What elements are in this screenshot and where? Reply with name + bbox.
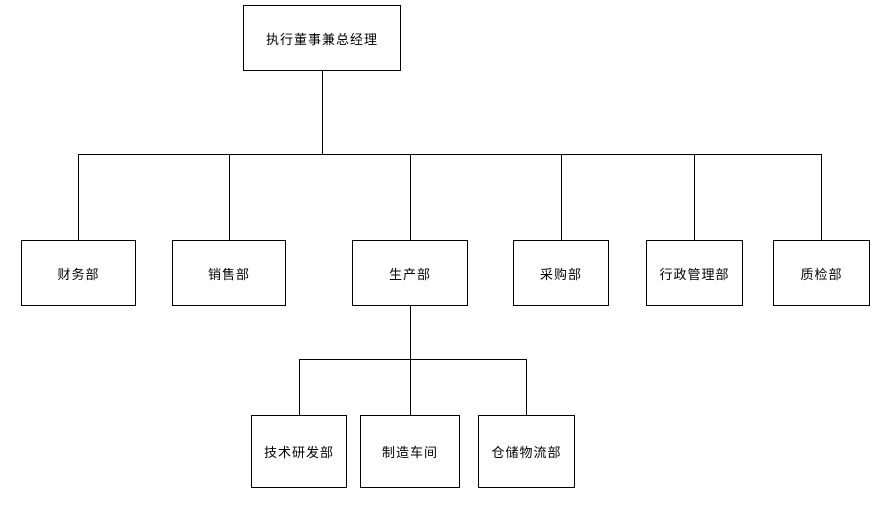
connector-drop-sales bbox=[229, 154, 230, 240]
org-node-label: 行政管理部 bbox=[659, 266, 730, 282]
org-node-rnd[interactable]: 技术研发部 bbox=[251, 415, 347, 488]
connector-drop-admin bbox=[694, 154, 695, 240]
connector-level2-bus bbox=[78, 154, 822, 155]
org-node-label: 销售部 bbox=[207, 266, 250, 282]
org-node-label: 采购部 bbox=[539, 266, 582, 282]
org-node-purchasing[interactable]: 采购部 bbox=[513, 240, 609, 306]
connector-drop-production bbox=[410, 154, 411, 240]
org-node-quality[interactable]: 质检部 bbox=[773, 240, 870, 306]
org-node-production[interactable]: 生产部 bbox=[352, 240, 468, 306]
org-node-label: 制造车间 bbox=[381, 445, 438, 460]
org-node-label: 质检部 bbox=[800, 266, 843, 282]
connector-drop-purchasing bbox=[561, 154, 562, 240]
org-node-workshop[interactable]: 制造车间 bbox=[360, 415, 460, 488]
org-node-general-manager[interactable]: 执行董事兼总经理 bbox=[243, 5, 401, 71]
connector-root-stem bbox=[322, 71, 323, 154]
connector-drop-logistics bbox=[526, 359, 527, 415]
connector-level3-bus bbox=[299, 359, 527, 360]
org-node-finance[interactable]: 财务部 bbox=[21, 240, 136, 306]
org-node-label: 生产部 bbox=[388, 266, 431, 282]
connector-production-stem bbox=[410, 306, 411, 415]
org-node-admin[interactable]: 行政管理部 bbox=[646, 240, 743, 306]
org-node-label: 技术研发部 bbox=[263, 445, 334, 460]
org-node-label: 执行董事兼总经理 bbox=[265, 31, 378, 47]
org-node-label: 仓储物流部 bbox=[491, 445, 562, 460]
connector-drop-finance bbox=[78, 154, 79, 240]
org-node-sales[interactable]: 销售部 bbox=[172, 240, 286, 306]
org-node-label: 财务部 bbox=[57, 266, 100, 282]
org-node-logistics[interactable]: 仓储物流部 bbox=[478, 415, 575, 488]
connector-drop-quality bbox=[821, 154, 822, 240]
connector-drop-rnd bbox=[299, 359, 300, 415]
